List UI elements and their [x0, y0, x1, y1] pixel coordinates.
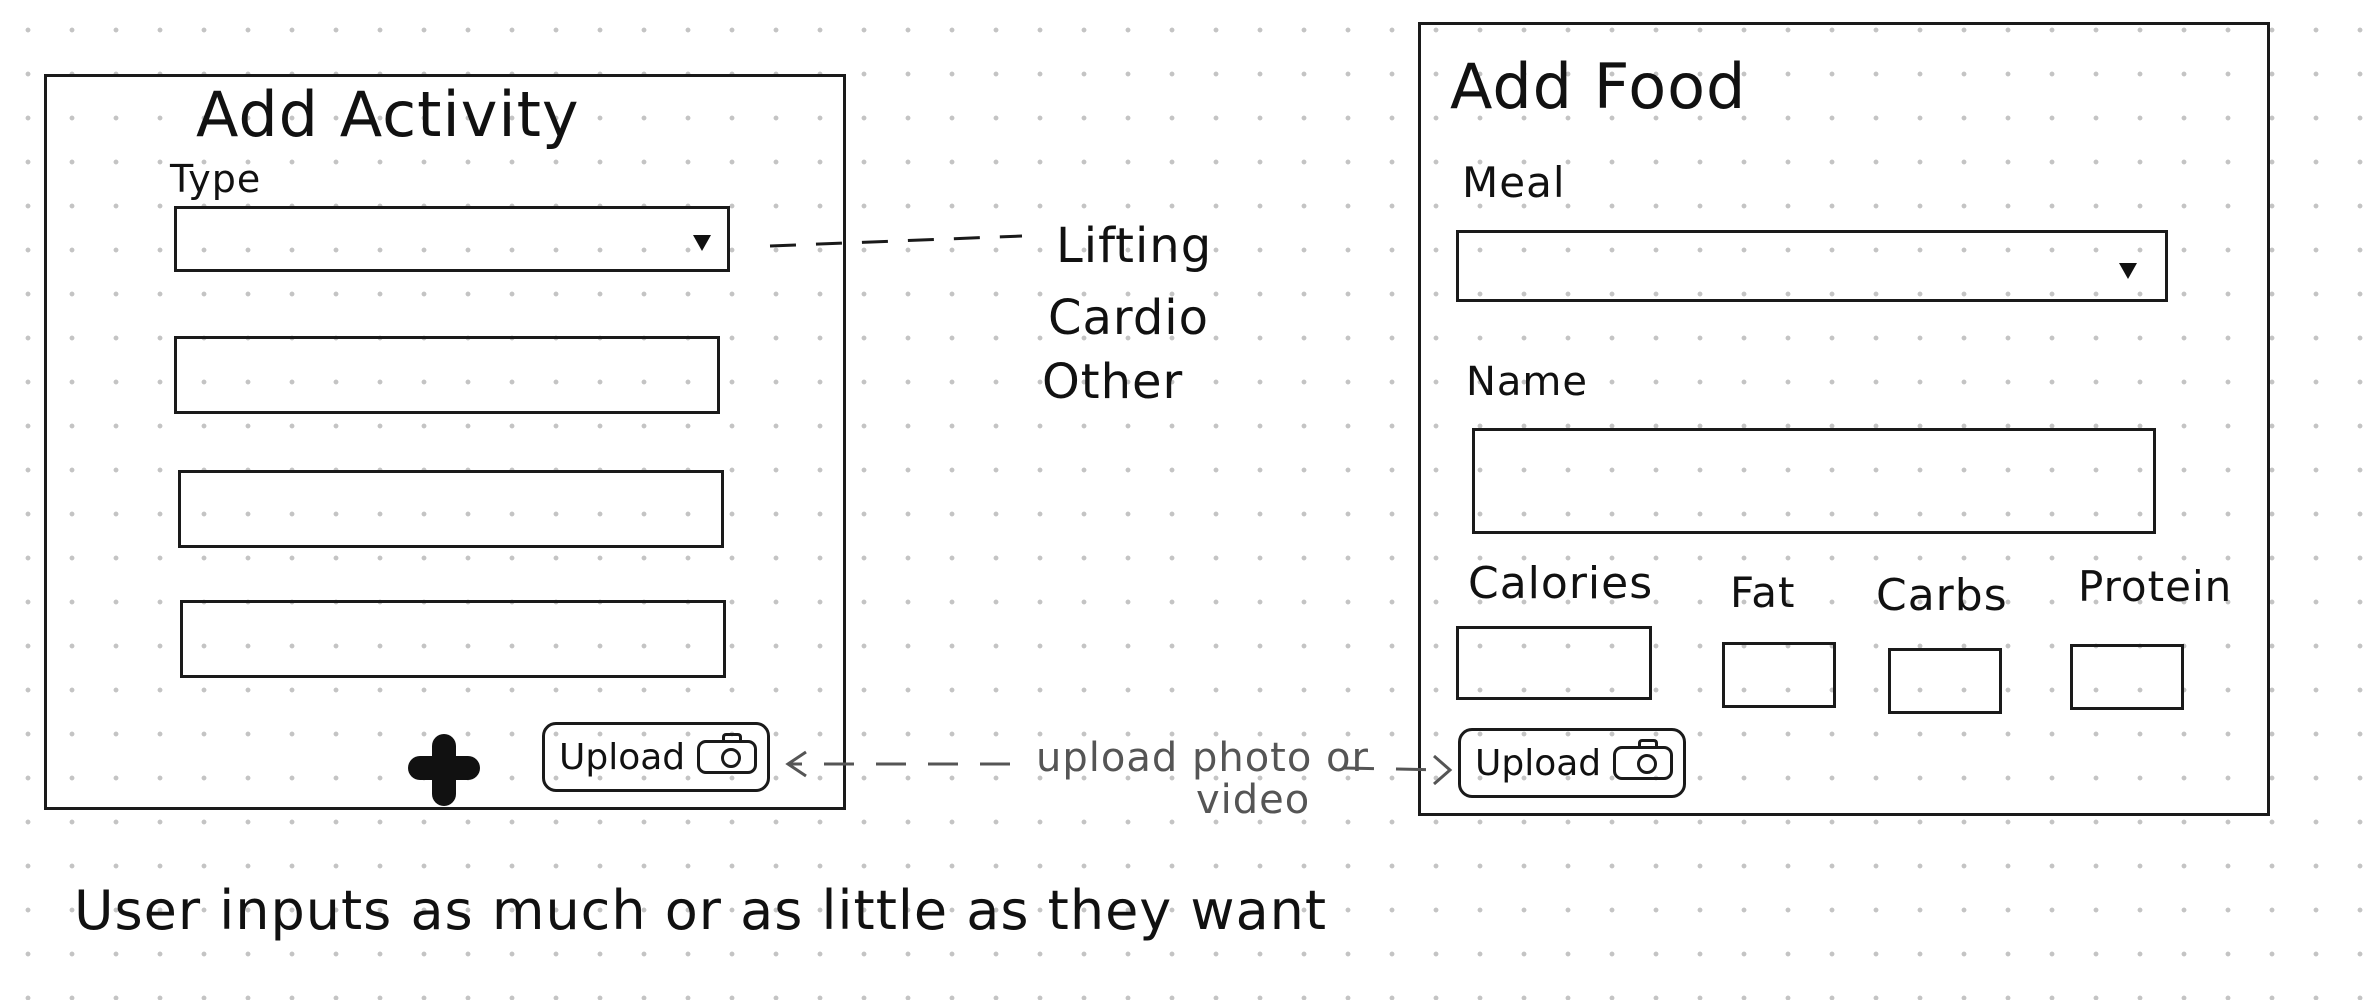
type-select[interactable]	[174, 206, 730, 272]
type-option-cardio: Cardio	[1048, 290, 1209, 346]
protein-input[interactable]	[2070, 644, 2184, 710]
footer-note: User inputs as much or as little as they…	[74, 879, 1328, 942]
name-label: Name	[1466, 359, 1589, 405]
food-upload-button[interactable]: Upload	[1458, 728, 1686, 798]
type-label: Type	[170, 157, 262, 201]
meal-label: Meal	[1462, 158, 1566, 207]
fat-input[interactable]	[1722, 642, 1836, 708]
activity-input-1[interactable]	[174, 336, 720, 414]
name-input[interactable]	[1472, 428, 2156, 534]
type-option-other: Other	[1042, 354, 1184, 410]
fat-label: Fat	[1730, 568, 1796, 617]
camera-icon	[1613, 739, 1673, 780]
dropdown-options-connector	[769, 234, 1023, 248]
camera-icon	[697, 733, 757, 774]
activity-input-2[interactable]	[178, 470, 724, 548]
upload-label: Upload	[1475, 742, 1602, 784]
carbs-input[interactable]	[1888, 648, 2002, 714]
add-activity-card	[44, 74, 846, 810]
add-activity-title: Add Activity	[196, 78, 580, 151]
upload-arrow-right	[1343, 754, 1453, 786]
meal-select[interactable]	[1456, 230, 2168, 302]
calories-label: Calories	[1468, 558, 1654, 609]
chevron-down-icon	[2119, 263, 2137, 279]
type-option-lifting: Lifting	[1056, 218, 1213, 274]
calories-input[interactable]	[1456, 626, 1652, 700]
chevron-down-icon	[693, 235, 711, 251]
upload-note-line1: upload photo or	[1036, 735, 1369, 781]
add-food-card	[1418, 22, 2270, 816]
upload-arrow-left	[785, 750, 1010, 778]
plus-icon[interactable]	[408, 734, 480, 806]
upload-label: Upload	[559, 736, 686, 778]
activity-input-3[interactable]	[180, 600, 726, 678]
carbs-label: Carbs	[1876, 570, 2008, 621]
activity-upload-button[interactable]: Upload	[542, 722, 770, 792]
add-food-title: Add Food	[1450, 50, 1747, 123]
upload-note-line2: video	[1196, 777, 1311, 823]
protein-label: Protein	[2078, 562, 2233, 611]
